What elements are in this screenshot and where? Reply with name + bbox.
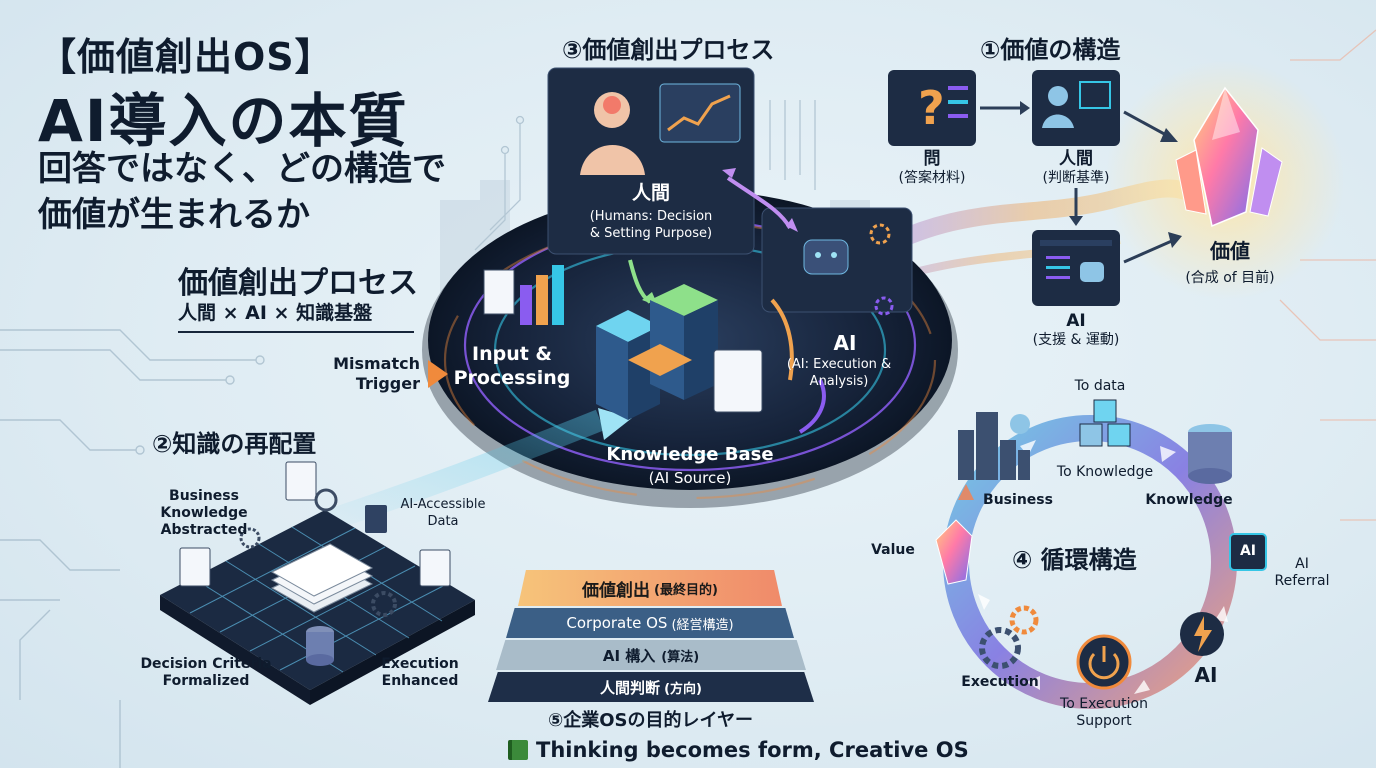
layer-corporate-os: Corporate OS(経営構造) bbox=[506, 608, 794, 638]
human-sublabel: (Humans: Decision & Setting Purpose) bbox=[589, 209, 713, 241]
business-label: Business bbox=[983, 492, 1053, 508]
judgment-human-label: 人間 bbox=[1059, 149, 1093, 169]
layer-3-main: AI 構入 bbox=[602, 646, 656, 665]
human-label: 人間 bbox=[631, 182, 670, 204]
layer-ai-introduction: AI 構入 (算法) bbox=[496, 640, 806, 670]
layer-2-note: (経営構造) bbox=[671, 617, 734, 633]
value-sublabel: (合成 of 目前) bbox=[1185, 270, 1275, 286]
section4-title: ④ 循環構造 bbox=[1012, 546, 1137, 574]
section2-title: ②知識の再配置 bbox=[152, 430, 317, 458]
knowledge-base-label: Knowledge Base bbox=[606, 444, 774, 465]
layer-value-creation: 価値創出(最終目的) bbox=[518, 570, 782, 606]
ai-referral-label: AI Referral bbox=[1274, 556, 1330, 589]
support-ai-sublabel: (支援 & 運動) bbox=[1032, 332, 1120, 348]
process-subheading: 人間 × AI × 知識基盤 bbox=[178, 298, 414, 333]
execution-enhanced-label: Execution Enhanced bbox=[381, 656, 459, 689]
execution-label: Execution bbox=[961, 674, 1039, 690]
business-knowledge-label: Business Knowledge Abstracted bbox=[160, 488, 248, 538]
cycle-value-label: Value bbox=[871, 542, 915, 558]
layer-human-judgment: 人間判断(方向) bbox=[488, 672, 814, 702]
knowledge-label: Knowledge bbox=[1145, 492, 1233, 508]
question-sublabel: (答案材料) bbox=[898, 170, 966, 186]
layer-1-main: 価値創出 bbox=[582, 580, 651, 601]
layer-3-note: (算法) bbox=[661, 649, 700, 665]
to-knowledge-label: To Knowledge bbox=[1056, 464, 1154, 480]
to-data-label: To data bbox=[1074, 378, 1126, 394]
section1-title: ①価値の構造 bbox=[980, 36, 1121, 64]
section3-title: ③価値創出プロセス bbox=[562, 36, 775, 64]
subtitle: 回答ではなく、どの構造で 価値が生まれるか bbox=[38, 149, 446, 235]
value-label: 価値 bbox=[1210, 239, 1250, 263]
cycle-ai-label: AI bbox=[1194, 663, 1218, 687]
ai-chip-label: AI bbox=[1239, 543, 1257, 559]
layer-4-note: (方向) bbox=[664, 681, 702, 697]
section5-title: ⑤企業OSの目的レイヤー bbox=[548, 710, 753, 731]
mismatch-trigger-label: Mismatch Trigger bbox=[333, 354, 420, 393]
ai-label: AI bbox=[833, 331, 857, 355]
ai-sublabel: (AI: Execution & Analysis) bbox=[786, 357, 892, 389]
footer-text: Thinking becomes form, Creative OS bbox=[536, 738, 969, 762]
main-title: AI導入の本質 bbox=[38, 87, 409, 155]
to-execution-label: To Execution Support bbox=[1060, 696, 1148, 729]
book-icon bbox=[508, 740, 528, 760]
judgment-human-sublabel: (判断基準) bbox=[1042, 170, 1110, 186]
layer-4-main: 人間判断 bbox=[600, 678, 661, 697]
ai-accessible-label: AI-Accessible Data bbox=[400, 497, 486, 529]
svg-text:?: ? bbox=[918, 81, 945, 135]
knowledge-base-sublabel: (AI Source) bbox=[648, 469, 732, 487]
footer: Thinking becomes form, Creative OS bbox=[508, 738, 969, 762]
bracket-title: 【価値創出OS】 bbox=[38, 35, 334, 79]
layer-2-main: Corporate OS bbox=[566, 614, 668, 632]
input-processing-label: Input & Processing bbox=[453, 343, 571, 389]
support-ai-label: AI bbox=[1066, 311, 1086, 331]
question-label: 問 bbox=[923, 149, 941, 169]
process-heading: 価値創出プロセス bbox=[178, 266, 418, 301]
layer-1-note: (最終目的) bbox=[654, 582, 718, 598]
decision-criteria-label: Decision Criteria Formalized bbox=[140, 656, 272, 689]
